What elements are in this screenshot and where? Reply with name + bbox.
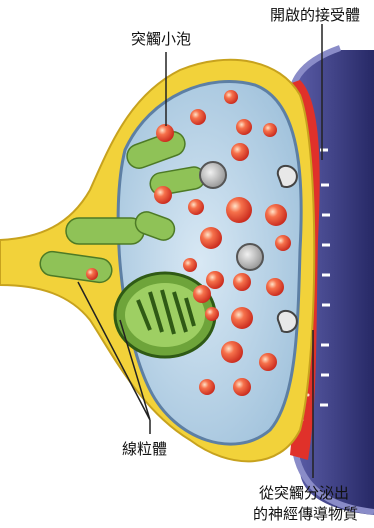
vesicle [190,109,206,125]
vesicle [205,307,219,321]
vesicle [154,186,172,204]
vesicle [259,353,277,371]
label-open-receptor: 開啟的接受體 [270,6,360,24]
label-mitochondria: 線粒體 [122,440,167,458]
vesicle [263,123,277,137]
vesicle [193,285,211,303]
vesicle [266,278,284,296]
vesicle [231,143,249,161]
vesicle [206,271,224,289]
vesicle [188,199,204,215]
label-released-line2: 的神經傳導物質 [253,505,358,523]
vesicle [231,307,253,329]
vesicle [226,197,252,223]
vesicle [183,258,197,272]
vesicle [265,204,287,226]
vesicle [233,273,251,291]
vesicle [233,378,251,396]
vesicle [200,227,222,249]
vesicle [199,379,215,395]
label-released-line1: 從突觸分泌出 [259,484,349,502]
vesicle [236,119,252,135]
vesicle [224,90,238,104]
vesicle [275,235,291,251]
vesicle [156,124,174,142]
vesicle [221,341,243,363]
vesicle [86,268,98,280]
label-synaptic-vesicle: 突觸小泡 [131,30,191,48]
